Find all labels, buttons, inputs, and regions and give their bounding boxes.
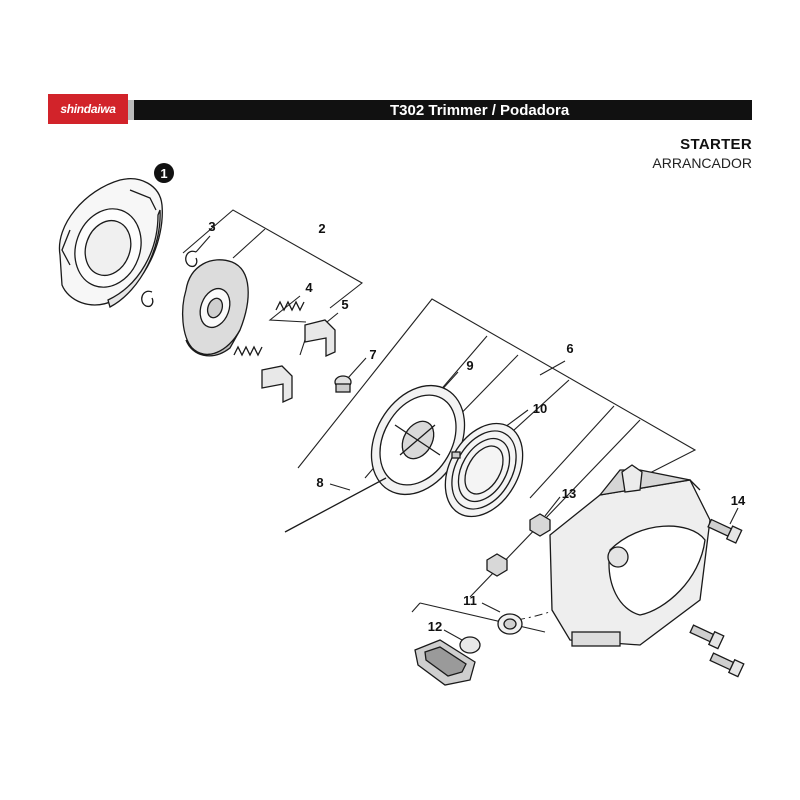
brand-logo-text: shindaiwa — [60, 102, 116, 116]
callout-4: 4 — [305, 280, 313, 295]
callout-9: 9 — [466, 358, 473, 373]
part-4-springs — [233, 300, 305, 357]
callout-5: 5 — [341, 297, 348, 312]
part-12-starter-handle — [414, 636, 481, 686]
part-3-circlips — [141, 250, 198, 308]
section-subtitle: ARRANCADOR — [652, 155, 752, 171]
header-bar: shindaiwa T302 Trimmer / Podadora — [48, 94, 752, 124]
leader-6-tick — [539, 360, 566, 376]
page-title: T302 Trimmer / Podadora — [390, 102, 570, 119]
leader-13 — [544, 496, 561, 517]
title-band: T302 Trimmer / Podadora — [134, 100, 752, 120]
brand-logo: shindaiwa — [48, 94, 128, 124]
part-7-screw — [334, 375, 352, 393]
callout-13: 13 — [562, 486, 576, 501]
callout-7: 7 — [369, 347, 376, 362]
leader-7 — [347, 357, 367, 379]
part-14-bolts — [689, 518, 745, 678]
leader-4 — [268, 295, 307, 323]
leader-11 — [481, 602, 501, 613]
callout-1: 1 — [160, 166, 167, 181]
leader-8 — [329, 483, 351, 491]
callout-3: 3 — [208, 219, 215, 234]
callout-10: 10 — [533, 401, 547, 416]
part-5-pawls — [261, 319, 336, 404]
section-title: STARTER — [680, 136, 752, 153]
callout-14: 14 — [731, 493, 746, 508]
part-9-reel — [370, 384, 466, 496]
leader-3 — [195, 235, 211, 253]
callout-11: 11 — [463, 593, 477, 608]
leader-2-bracket — [182, 209, 363, 309]
callout-1-circle — [154, 163, 174, 183]
leader-6-foot — [411, 602, 421, 613]
leader-6-inner-d — [529, 405, 615, 499]
part-8-rope — [284, 477, 387, 533]
callout-8: 8 — [316, 475, 323, 490]
part-1-cover-plate — [58, 178, 163, 308]
callout-2: 2 — [318, 221, 325, 236]
part-6-starter-case — [549, 464, 711, 647]
leader-6-base — [419, 602, 546, 633]
part-10-spiral-spring — [444, 422, 524, 518]
leader-10 — [504, 409, 529, 428]
part-2-pulley — [181, 259, 249, 357]
callout-1-marker: 1 — [154, 163, 174, 183]
leader-6-bracket — [297, 298, 697, 479]
callout-12: 12 — [428, 619, 442, 634]
leader-14 — [729, 507, 739, 525]
part-13-nuts — [486, 513, 551, 577]
part-11-rope-guide — [497, 613, 523, 635]
callout-6: 6 — [566, 341, 573, 356]
header-divider — [128, 100, 134, 120]
leader-2-tick — [232, 228, 266, 259]
leader-12 — [443, 629, 463, 641]
